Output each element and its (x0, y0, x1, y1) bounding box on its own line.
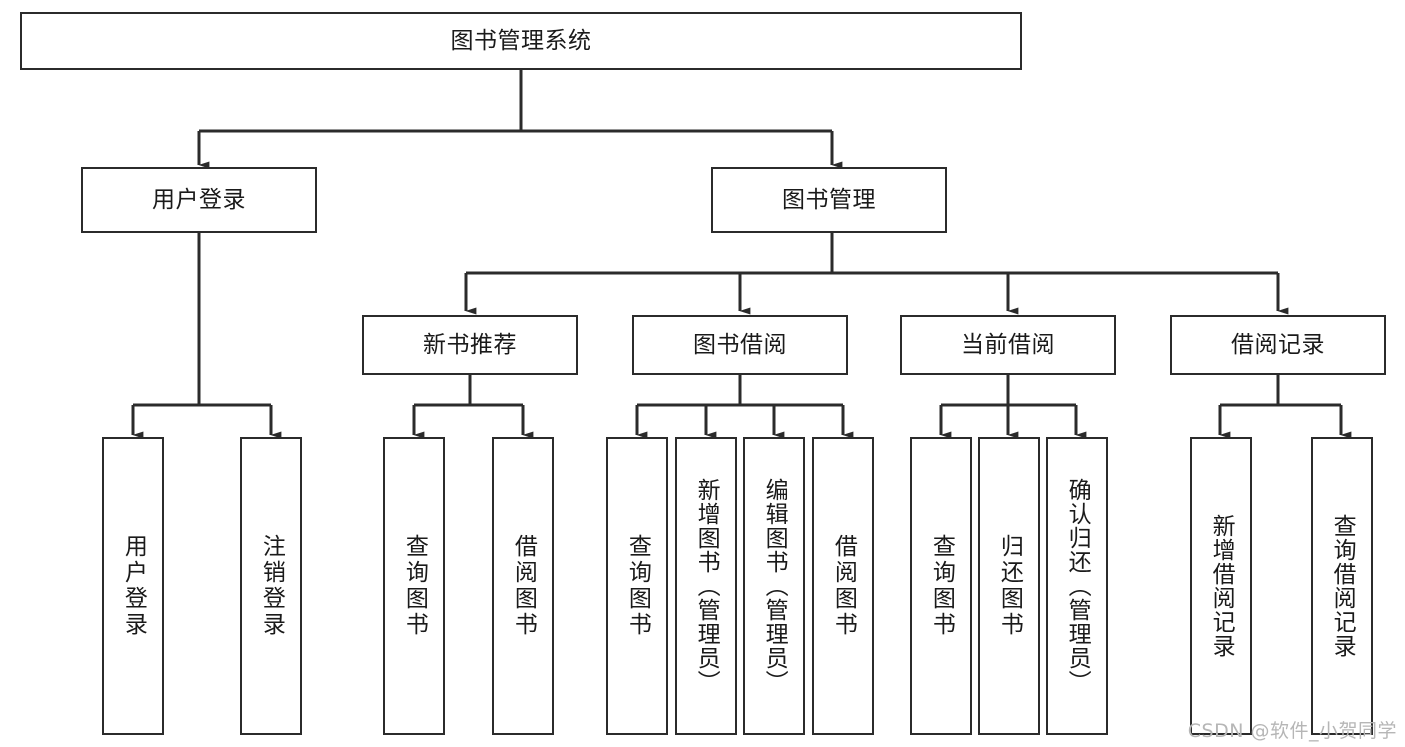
node-label: 图书管理 (782, 186, 876, 213)
node-label: 图书管理系统 (450, 27, 592, 54)
node-label: 注销登录 (258, 534, 285, 638)
node-leaf-borrow-book-recommend[interactable]: 借阅图书 (492, 437, 554, 735)
node-label: 查询图书 (401, 534, 428, 638)
node-label: 用户登录 (152, 186, 246, 213)
node-label: 编辑图书（管理员） (761, 478, 788, 694)
node-label: 新增图书（管理员） (693, 478, 720, 694)
node-current-borrow[interactable]: 当前借阅 (900, 315, 1116, 375)
node-label: 查询图书 (624, 534, 651, 638)
node-leaf-add-book[interactable]: 新增图书（管理员） (675, 437, 737, 735)
node-leaf-query-book-current[interactable]: 查询图书 (910, 437, 972, 735)
csdn-watermark: CSDN @软件_小贺同学 (1187, 720, 1397, 742)
node-label: 归还图书 (996, 534, 1023, 638)
node-label: 当前借阅 (961, 331, 1055, 358)
node-leaf-edit-book[interactable]: 编辑图书（管理员） (743, 437, 805, 735)
node-leaf-add-borrow-record[interactable]: 新增借阅记录 (1190, 437, 1252, 735)
node-label: 借阅图书 (830, 534, 857, 638)
node-user-login[interactable]: 用户登录 (81, 167, 317, 233)
node-label: 图书借阅 (693, 331, 787, 358)
node-leaf-query-book-borrow[interactable]: 查询图书 (606, 437, 668, 735)
node-label: 查询图书 (928, 534, 955, 638)
node-label: 确认归还（管理员） (1064, 478, 1091, 694)
node-label: 新书推荐 (423, 331, 517, 358)
node-leaf-query-book-recommend[interactable]: 查询图书 (383, 437, 445, 735)
node-label: 用户登录 (120, 534, 147, 638)
node-label: 借阅图书 (510, 534, 537, 638)
node-root-book-management-system[interactable]: 图书管理系统 (20, 12, 1022, 70)
node-label: 借阅记录 (1231, 331, 1325, 358)
node-new-book-recommend[interactable]: 新书推荐 (362, 315, 578, 375)
node-leaf-confirm-return[interactable]: 确认归还（管理员） (1046, 437, 1108, 735)
node-leaf-return-book[interactable]: 归还图书 (978, 437, 1040, 735)
node-book-borrow[interactable]: 图书借阅 (632, 315, 848, 375)
node-leaf-borrow-book[interactable]: 借阅图书 (812, 437, 874, 735)
node-leaf-user-login[interactable]: 用户登录 (102, 437, 164, 735)
node-label: 新增借阅记录 (1208, 514, 1235, 658)
node-leaf-user-logout[interactable]: 注销登录 (240, 437, 302, 735)
node-borrow-record[interactable]: 借阅记录 (1170, 315, 1386, 375)
node-leaf-query-borrow-record[interactable]: 查询借阅记录 (1311, 437, 1373, 735)
node-book-manage[interactable]: 图书管理 (711, 167, 947, 233)
node-label: 查询借阅记录 (1329, 514, 1356, 658)
